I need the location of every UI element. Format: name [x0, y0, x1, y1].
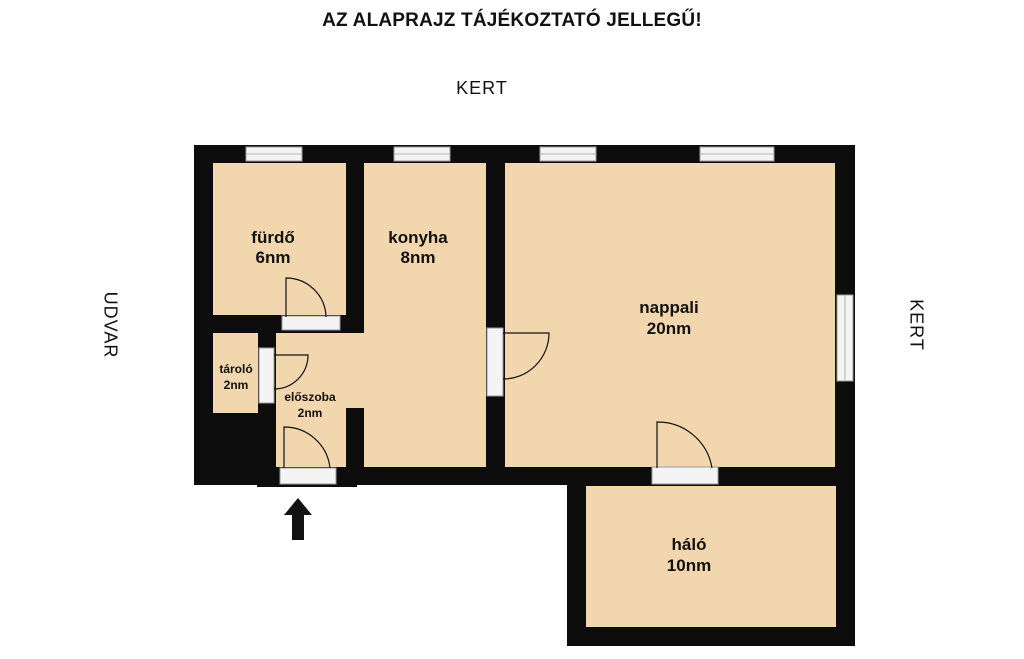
hallway-floor: [276, 333, 486, 408]
room-name-nappali: nappali: [639, 298, 699, 317]
up-arrow-icon: [284, 498, 312, 540]
room-area-taroló: 2nm: [224, 378, 249, 392]
door-frame: [258, 347, 275, 404]
room-name-taroló: tároló: [219, 362, 252, 376]
room-konyha-floor: [364, 163, 486, 467]
room-name-furdo: fürdő: [251, 228, 294, 247]
orientation-label-top: KERT: [456, 78, 508, 98]
door-frame: [279, 467, 337, 485]
room-name-konyha: konyha: [388, 228, 448, 247]
room-furdo-floor: [213, 163, 346, 315]
room-labels: fürdő 6nm konyha 8nm nappali 20nm tároló…: [219, 228, 711, 575]
room-area-furdo: 6nm: [256, 248, 291, 267]
plan-disclaimer-heading: AZ ALAPRAJZ TÁJÉKOZTATÓ JELLEGŰ!: [322, 10, 702, 31]
room-taroló-floor: [213, 333, 258, 413]
door-frame: [486, 327, 504, 397]
door-frame: [651, 466, 719, 485]
door-frames: [258, 315, 719, 485]
room-area-eloszoba: 2nm: [298, 406, 323, 420]
room-nappali-floor: [505, 163, 835, 467]
door-swings: [273, 277, 713, 469]
room-name-eloszoba: előszoba: [284, 390, 336, 404]
room-halo-floor: [586, 486, 836, 627]
room-name-halo: háló: [672, 535, 707, 554]
door-frame: [281, 315, 341, 331]
room-area-konyha: 8nm: [401, 248, 436, 267]
room-area-nappali: 20nm: [647, 319, 691, 338]
room-area-halo: 10nm: [667, 556, 711, 575]
